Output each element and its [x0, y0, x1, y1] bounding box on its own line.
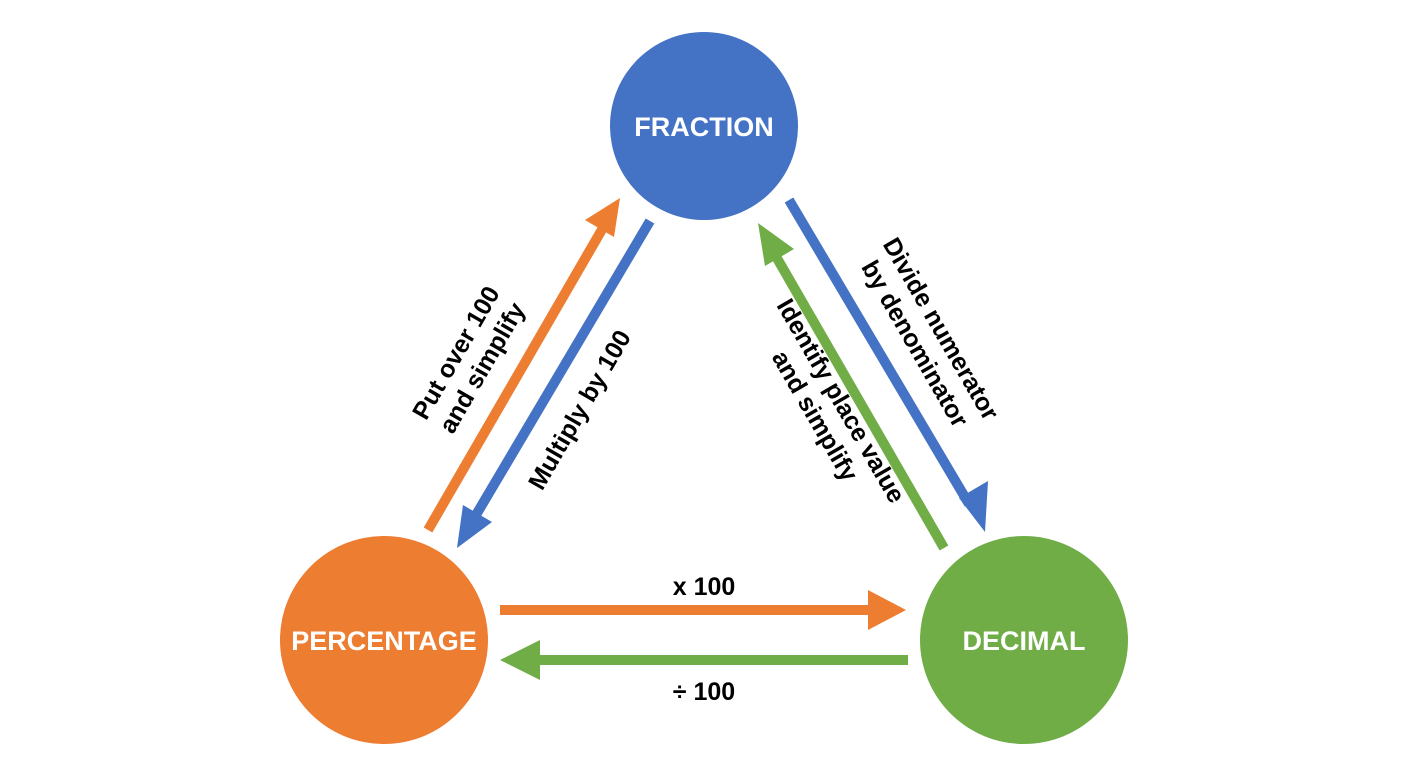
arrow-decimal-to-fraction [758, 223, 949, 551]
label-decimal-to-percentage: ÷ 100 [673, 678, 735, 706]
decimal-node-label: DECIMAL [963, 626, 1086, 656]
fraction-node [610, 32, 798, 220]
fraction-node-label: FRACTION [634, 112, 773, 142]
label-percentage-to-decimal: x 100 [673, 573, 736, 601]
percentage-node-label: PERCENTAGE [291, 626, 477, 656]
arrow-fraction-to-decimal [784, 197, 988, 532]
arrow-percentage-to-decimal [500, 590, 906, 630]
arrow-fraction-to-percentage [457, 218, 655, 548]
label-decimal-to-fraction: Identify place value and simplify [766, 294, 910, 508]
decimal-node [920, 536, 1128, 744]
arrow-decimal-to-percentage [500, 640, 908, 680]
percentage-node [280, 536, 488, 744]
label-percentage-to-fraction: Put over 100 and simplify [407, 282, 531, 439]
arrow-percentage-to-fraction [423, 198, 620, 533]
